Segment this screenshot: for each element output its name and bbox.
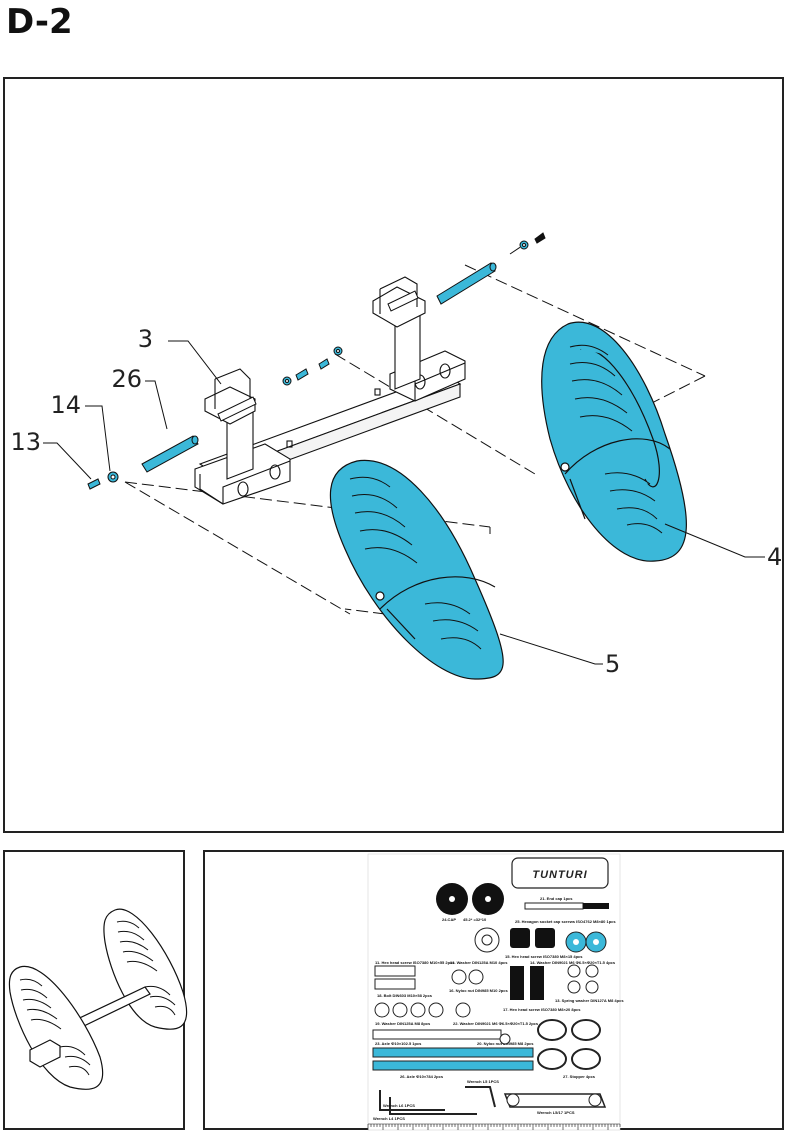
label-wrench-l5-17: Wrench L5/17 1PCS: [537, 1110, 575, 1115]
label-spring-washer: 13. Spring washer DIN127A M8 4pcs: [555, 998, 624, 1003]
hardware-parts-panel: TUNTURI 21. End cap 1pcs 24.CAP 45.2* =3…: [203, 850, 784, 1131]
label-hex-m10x55: 11. Hex head screw ISO7380 M10×55 2pcs: [375, 960, 455, 965]
brand-logo: [511, 857, 609, 889]
label-washer-m6: 22. Washer DIN9021 M6 Φ6.5×Φ20×T1.5 2pcs: [453, 1021, 539, 1026]
assembled-overview: [8, 908, 188, 1090]
label-hex-m8x15: 15. Hex head screw ISO7380 M8×15 4pcs: [505, 954, 583, 959]
exploded-diagram-panel: 3 26 14 13 4 5: [3, 77, 784, 833]
axle-rod-front: [436, 262, 497, 305]
label-axle-102: 23. Axle Φ10×102.5 1pcs: [375, 1041, 422, 1046]
axle-rod-rear: [141, 435, 199, 473]
callout-26: 26: [111, 365, 142, 393]
label-stopper: 27. Stopper 4pcs: [563, 1074, 596, 1079]
assembled-overview-panel: [3, 850, 188, 1130]
label-cap-size: 45.2* =32*10: [463, 917, 487, 922]
callout-13: 13: [10, 428, 41, 456]
label-axle-784: 26. Axle Φ10×784 2pcs: [400, 1074, 444, 1079]
label-hex-socket: 25. Hexagon socket cap screws ISO4762 M8…: [515, 919, 616, 924]
label-wrench-l6: Wrench L6 1PCS: [383, 1103, 415, 1108]
callout-3: 3: [138, 325, 153, 353]
base-frame: [194, 276, 466, 505]
label-washer-din9021: 14. Washer DIN9021 M6 Φ6.5×Φ20×T1.5 4pcs: [530, 960, 616, 965]
label-wrench-l5: Wrench L5 1PCS: [467, 1079, 499, 1084]
callout-4: 4: [767, 543, 782, 571]
label-bolt-m10x58: 18. Bolt DIN603 M10×58 2pcs: [377, 993, 433, 998]
pedal-left: [329, 459, 504, 680]
label-washer-m10: 12. Washer DIN125A M10 4pcs: [450, 960, 508, 965]
label-end-cap: 21. End cap 1pcs: [540, 896, 573, 901]
leader-lines: [43, 340, 765, 665]
ruler: [367, 1123, 621, 1130]
label-hex-m8x20: 17. Hex head screw ISO7380 M8×20 8pcs: [503, 1007, 581, 1012]
callout-5: 5: [605, 650, 620, 678]
exploded-diagram: 3 26 14 13 4 5: [10, 232, 782, 680]
brand-text: TUNTURI: [532, 869, 587, 881]
label-washer-m8: 19. Washer DIN125A M8 8pcs: [375, 1021, 431, 1026]
callout-14: 14: [50, 391, 81, 419]
label-nyloc-m10: 16. Nyloc nut DIN985 M10 2pcs: [449, 988, 508, 993]
pivot-pins: [217, 290, 419, 422]
hardware-parts-sheet: TUNTURI 21. End cap 1pcs 24.CAP 45.2* =3…: [367, 853, 624, 1131]
page-title: D-2: [6, 2, 73, 42]
hardware: [87, 232, 546, 490]
label-wrench-l4: Wrench L4 1PCS: [373, 1116, 405, 1121]
label-cap: 24.CAP: [442, 917, 456, 922]
pedal-right: [541, 321, 687, 562]
